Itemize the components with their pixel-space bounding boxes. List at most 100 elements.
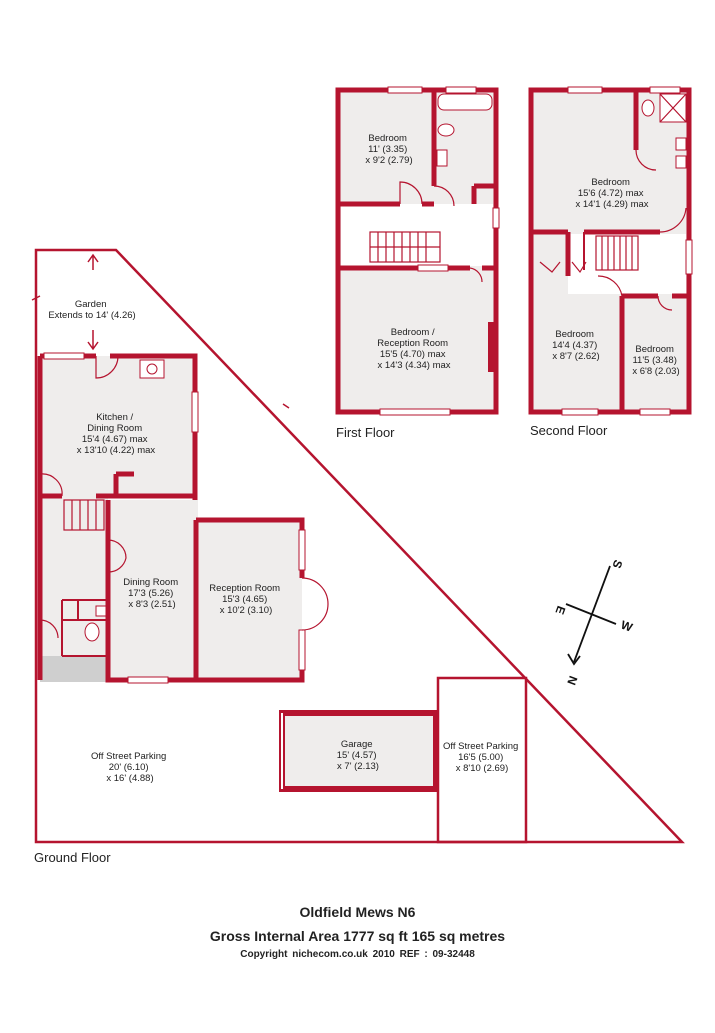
basin-icon <box>95 605 107 617</box>
parking1-dim-2: x 16' (4.88) <box>106 773 153 784</box>
second-floor: Bedroom 15'6 (4.72) max x 14'1 (4.29) ma… <box>528 86 693 438</box>
ff-door-bath <box>433 185 455 207</box>
kitchen-door <box>95 355 119 379</box>
ground-floor-title: Ground Floor <box>34 850 111 865</box>
dining-name: Dining Room <box>123 577 178 588</box>
plot-boundary <box>34 248 685 844</box>
ff-chimney <box>488 322 496 372</box>
reception-dim-2: x 10'2 (3.10) <box>220 605 273 616</box>
dining-label: Dining Room 17'3 (5.26) x 8'3 (2.51) <box>123 577 181 610</box>
kitchen-name-2: Dining Room <box>87 423 142 434</box>
kitchen-partition <box>113 471 134 496</box>
hall-cupboard <box>61 599 108 657</box>
property-title: Oldfield Mews N6 <box>299 904 416 920</box>
ff-bedroom-dim-2: x 9'2 (2.79) <box>365 155 412 166</box>
sf-window-5 <box>639 408 671 416</box>
sf-bedroom1-dim-2: x 14'1 (4.29) max <box>575 199 648 210</box>
compass-arrow-icon <box>567 653 581 666</box>
first-floor-title: First Floor <box>336 425 395 440</box>
garden-name: Garden <box>75 299 107 310</box>
kitchen-dim-1: 15'4 (4.67) max <box>82 434 148 445</box>
sf-bedroom3-name: Bedroom <box>635 344 674 355</box>
ff-hall-floor <box>341 204 493 266</box>
sf-door-cupboard-2 <box>571 261 587 274</box>
parking2-name: Off Street Parking <box>443 741 518 752</box>
second-floor-title: Second Floor <box>530 423 608 438</box>
kitchen-label: Kitchen / Dining Room 15'4 (4.67) max x … <box>77 412 156 456</box>
reception-label: Reception Room 15'3 (4.65) x 10'2 (3.10) <box>209 583 282 616</box>
sf-bedroom1-label: Bedroom 15'6 (4.72) max x 14'1 (4.29) ma… <box>575 177 648 210</box>
parking1-name: Off Street Parking <box>91 751 166 762</box>
hall-door <box>39 473 63 497</box>
gross-area: Gross Internal Area 1777 sq ft 165 sq me… <box>209 928 506 944</box>
ff-inner-walls <box>338 90 496 271</box>
garden-label: Garden Extends to 14' (4.26) <box>48 299 135 321</box>
sf-door-1 <box>659 207 687 233</box>
ff-bedroom-label: Bedroom 11' (3.35) x 9'2 (2.79) <box>365 133 412 166</box>
sf-bedroom2-dim-2: x 8'7 (2.62) <box>552 351 599 362</box>
copyright-ref: Copyright nichecom.co.uk 2010 REF : 09-3… <box>240 949 475 960</box>
boundary-tick-icon <box>31 295 290 409</box>
compass-rose: S N E W <box>552 558 635 687</box>
ff-window-2 <box>445 86 477 94</box>
compass-s: S <box>609 558 625 570</box>
compass-n: N <box>564 674 580 687</box>
reception-floor <box>198 520 302 680</box>
sf-bedroom3-dim-2: x 6'8 (2.03) <box>632 366 679 377</box>
garage-label: Garage 15' (4.57) x 7' (2.13) <box>337 739 379 772</box>
sf-window-4 <box>561 408 599 416</box>
ff-window-5 <box>417 264 449 272</box>
ground-floor: Garden Extends to 14' (4.26) Kitchen / D… <box>31 248 685 865</box>
shower-cross-icon <box>659 93 687 123</box>
patio-doors <box>301 577 329 631</box>
sf-bedroom3-label: Bedroom 11'5 (3.48) x 6'8 (2.03) <box>632 344 679 377</box>
first-floor: Bedroom 11' (3.35) x 9'2 (2.79) Bedroom … <box>335 86 500 440</box>
parking2-label: Off Street Parking 16'5 (5.00) x 8'10 (2… <box>443 741 521 774</box>
kitchen-name-1: Kitchen / <box>96 412 133 423</box>
garage-dim-1: 15' (4.57) <box>337 750 377 761</box>
garage-name: Garage <box>341 739 373 750</box>
ff-reception-name-2: Reception Room <box>377 338 448 349</box>
ff-toilet-icon <box>437 123 455 137</box>
sf-door-4 <box>635 149 657 171</box>
sf-window-2 <box>649 86 681 94</box>
compass-w: W <box>619 618 635 635</box>
sf-window-3 <box>685 239 693 275</box>
reception-dim-1: 15'3 (4.65) <box>222 594 267 605</box>
sf-inner-walls <box>531 90 689 412</box>
sf-cupboard-walls <box>567 232 585 270</box>
sf-door-3 <box>657 295 673 311</box>
reception-window-top <box>298 529 306 571</box>
sink-bowl-icon <box>146 363 158 375</box>
bath-icon <box>437 93 493 111</box>
ff-basin-icon <box>436 149 448 167</box>
sf-basin-icon-2 <box>675 155 687 169</box>
ff-stairs <box>369 231 441 263</box>
sf-stairs <box>595 235 639 271</box>
parking2-dim-2: x 8'10 (2.69) <box>456 763 509 774</box>
compass-ew-line <box>565 603 617 625</box>
dining-dim-1: 17'3 (5.26) <box>128 588 173 599</box>
ff-reception-label: Bedroom / Reception Room 15'5 (4.70) max… <box>377 327 450 371</box>
sf-bedroom2-label: Bedroom 14'4 (4.37) x 8'7 (2.62) <box>552 329 600 362</box>
sf-door-2 <box>597 275 623 297</box>
parking2-dim-1: 16'5 (5.00) <box>458 752 503 763</box>
sf-window-1 <box>567 86 603 94</box>
sf-basin-icon-1 <box>675 137 687 151</box>
ff-door-bed <box>399 181 423 205</box>
sf-bedroom1-name: Bedroom <box>591 177 630 188</box>
ff-bedroom-name: Bedroom <box>368 133 407 144</box>
dining-door <box>107 539 127 573</box>
sf-bedroom2-dim-1: 14'4 (4.37) <box>552 340 597 351</box>
kitchen-dim-2: x 13'10 (4.22) max <box>77 445 156 456</box>
sf-bedroom3-dim-1: 11'5 (3.48) <box>632 355 676 366</box>
garage-floor <box>285 716 433 786</box>
ff-reception-dim-1: 15'5 (4.70) max <box>380 349 446 360</box>
ff-bedroom-dim-1: 11' (3.35) <box>368 144 407 155</box>
garden-arrow-down-icon <box>87 330 99 351</box>
ff-door-reception <box>469 267 483 283</box>
sf-door-cupboard-1 <box>539 261 561 273</box>
dining-dim-2: x 8'3 (2.51) <box>128 599 175 610</box>
parking1-dim-1: 20' (6.10) <box>109 762 149 773</box>
